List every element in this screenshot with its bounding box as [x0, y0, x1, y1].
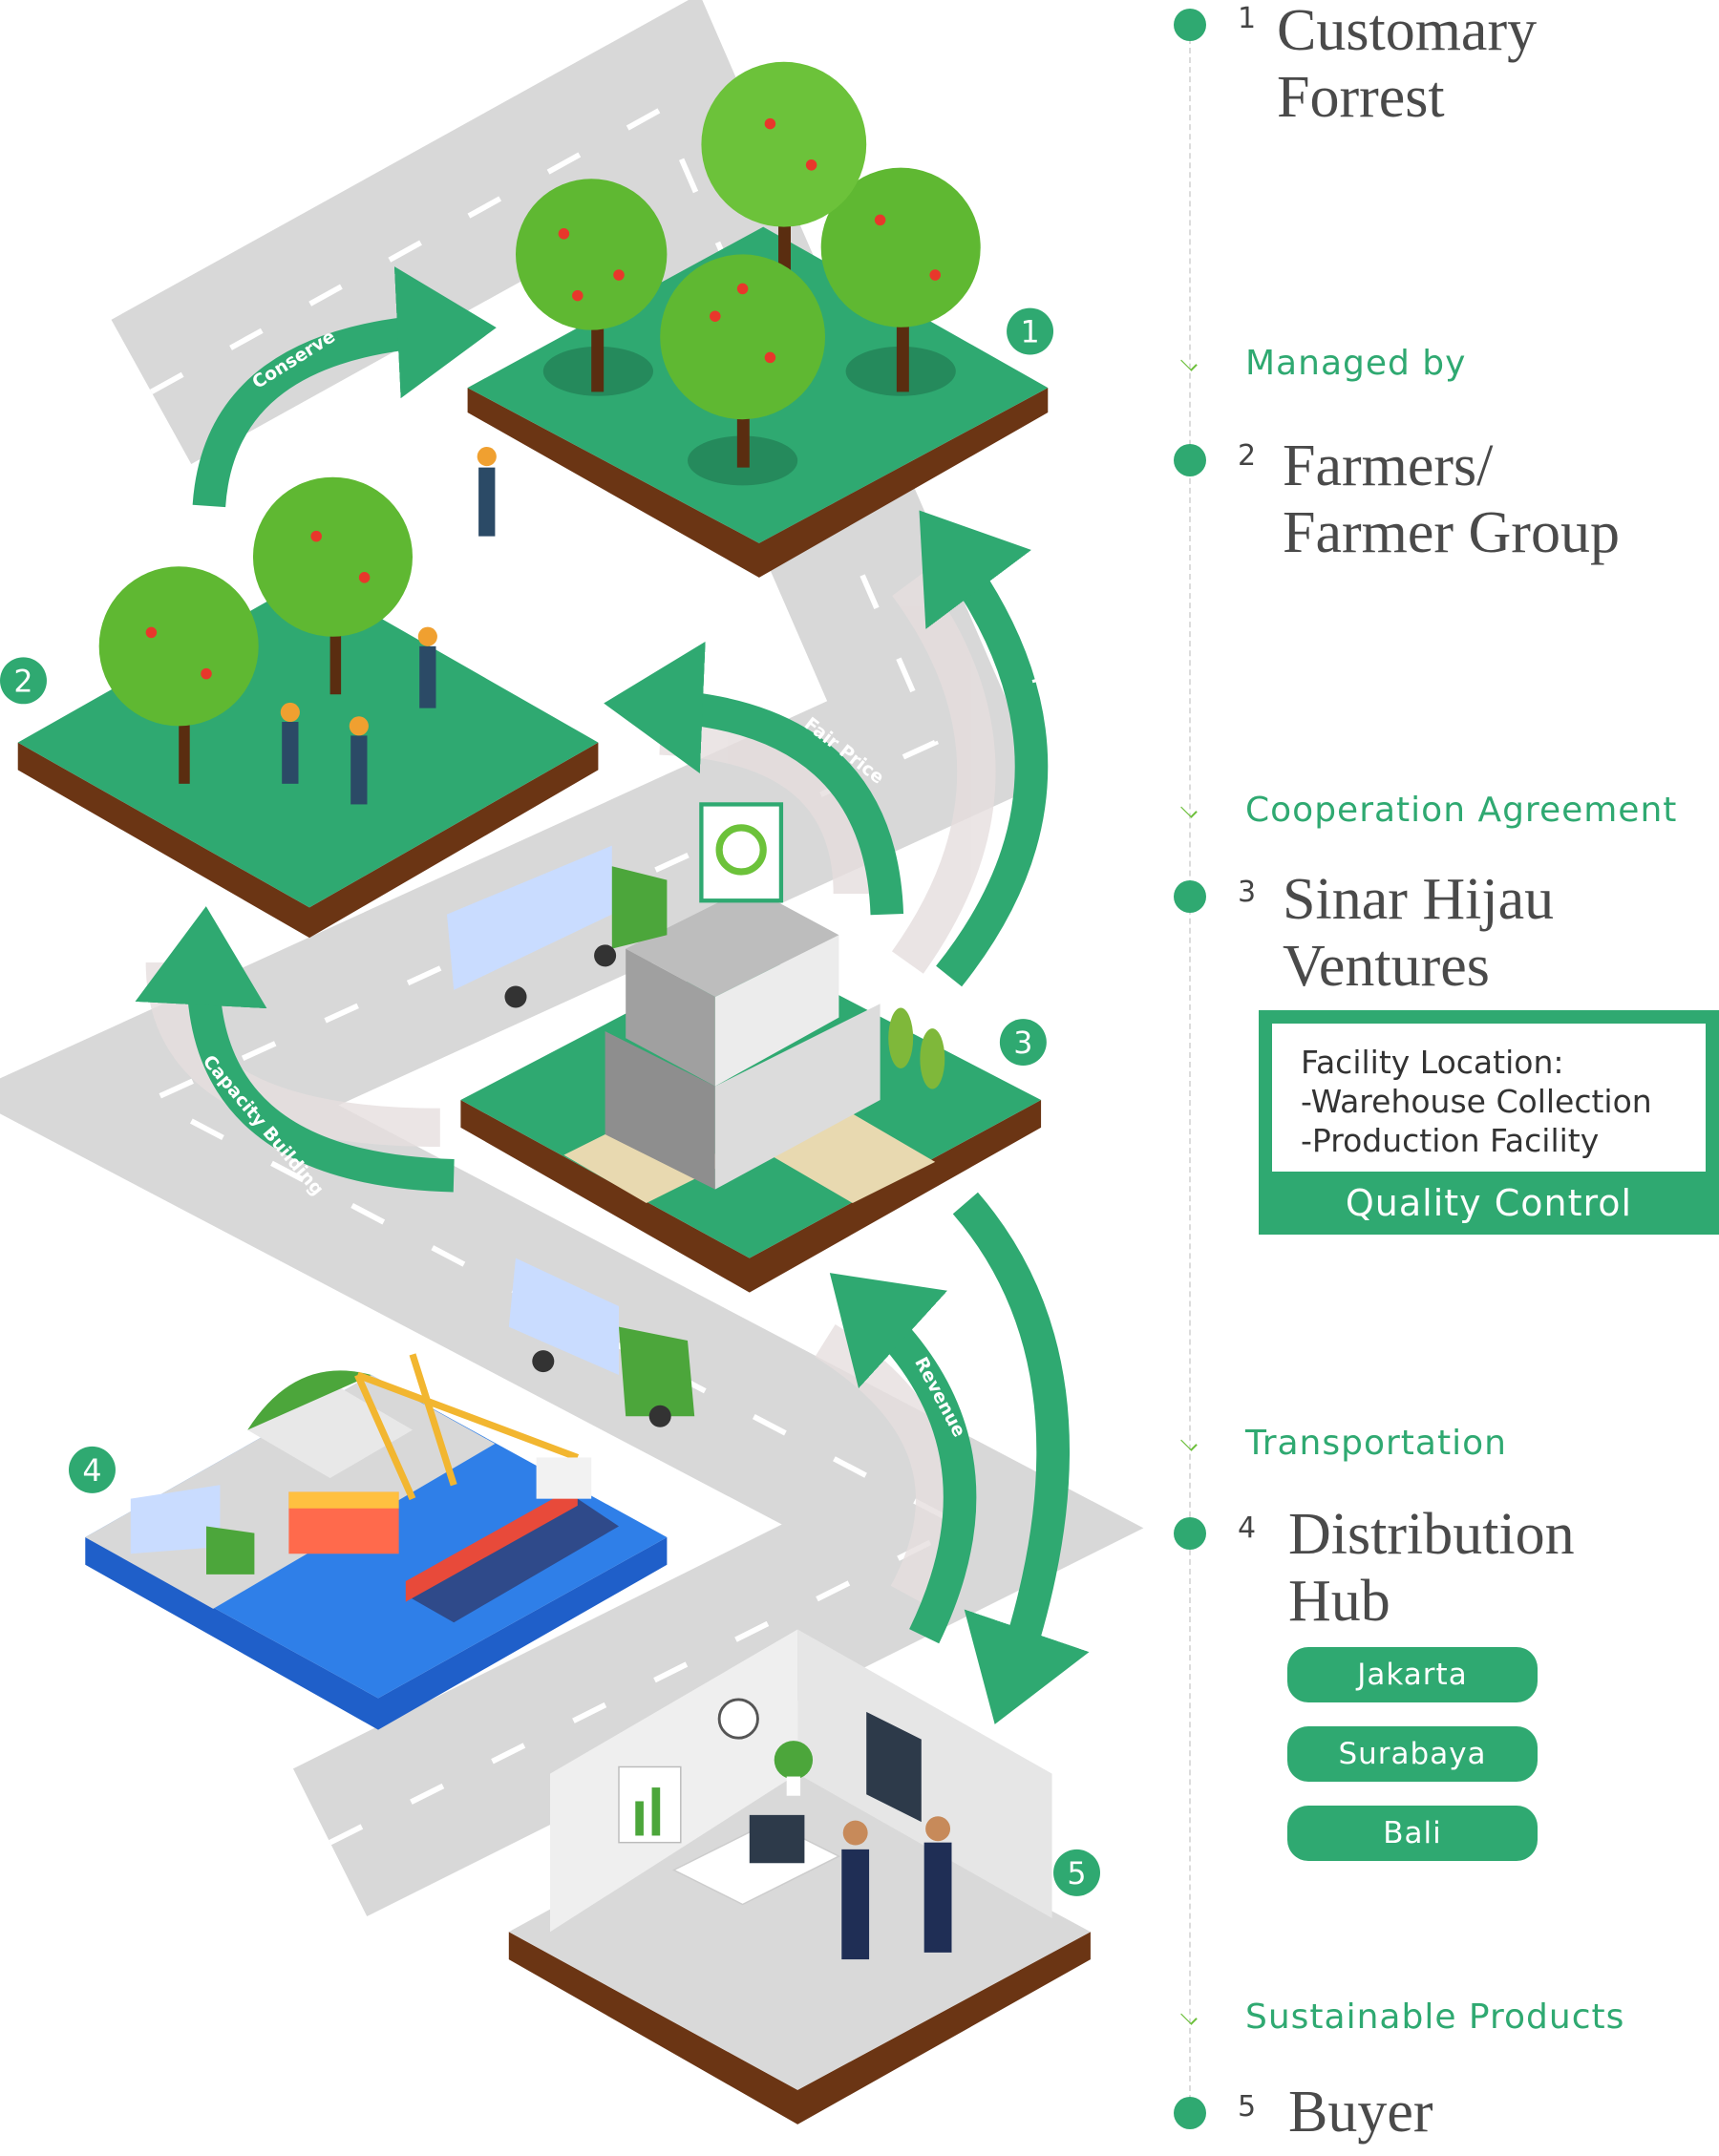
stage-title-farmers: Farmers/Farmer Group: [1283, 433, 1620, 565]
quality-control-label: Quality Control: [1345, 1182, 1633, 1224]
svg-text:3: 3: [1013, 1026, 1032, 1061]
svg-text:2: 2: [13, 665, 32, 699]
platform-buyer-office: [508, 1629, 1091, 2124]
timeline-dot-icon: [1174, 1517, 1206, 1550]
farmer-icon: [477, 447, 497, 537]
farmer-icon: [280, 626, 437, 805]
tree-icon: [516, 61, 981, 486]
timeline-dot-icon: [1174, 880, 1206, 913]
badge-2: 2: [0, 657, 47, 705]
handshake-people-icon: [841, 1816, 952, 1960]
desk-icon: [671, 1814, 841, 1906]
timeline-dot-icon: [1174, 9, 1206, 41]
platform-farmers: [17, 476, 599, 939]
platform-sinar-hijau-facility: [460, 802, 1042, 1293]
timeline-dot-icon: [1174, 444, 1206, 476]
truck-icon: [130, 1485, 255, 1575]
arrow-conserve: [192, 266, 497, 508]
hub-pill-surabaya[interactable]: Surabaya: [1287, 1726, 1538, 1782]
arrow-impact-2: [952, 1192, 1090, 1724]
arrow-revenue: [829, 1273, 977, 1644]
whiteboard-icon: [866, 1711, 922, 1823]
facility-line: Facility Location:: [1301, 1044, 1564, 1081]
arrow-capacity-building: [135, 906, 455, 1193]
svg-text:4: 4: [82, 1454, 101, 1489]
svg-text:5: 5: [1067, 1857, 1086, 1892]
stage-number: 4: [1238, 1511, 1257, 1545]
svg-text:1: 1: [1020, 316, 1039, 350]
facility-line: -Warehouse Collection: [1301, 1083, 1652, 1120]
facility-line: -Production Facility: [1301, 1122, 1600, 1159]
clock-icon: [717, 1698, 759, 1740]
stage-number: 2: [1238, 439, 1257, 473]
stage-number: 5: [1238, 2090, 1257, 2124]
crane-icon: [354, 1353, 580, 1501]
platform-customary-forest: [467, 61, 1049, 578]
chart-board-icon: [618, 1765, 682, 1844]
arrow-impact-1: [919, 510, 1049, 987]
hub-pill-bali[interactable]: Bali: [1287, 1806, 1538, 1861]
badge-5: 5: [1053, 1849, 1100, 1896]
stage-number: 1: [1238, 2, 1257, 35]
badge-1: 1: [1007, 307, 1054, 355]
hub-pill-jakarta[interactable]: Jakarta: [1287, 1647, 1538, 1702]
timeline-line: [1189, 29, 1191, 2120]
connector-transportation: Transportation: [1245, 1424, 1507, 1463]
facility-box: Facility Location: -Warehouse Collection…: [1259, 1010, 1719, 1235]
badge-4: 4: [69, 1446, 116, 1493]
truck-icon: [447, 845, 668, 1008]
container-icon: [288, 1491, 399, 1554]
arrow-fair-price: [604, 641, 904, 916]
badge-3: 3: [999, 1019, 1047, 1067]
ship-icon: [405, 1457, 619, 1623]
connector-managed-by: Managed by: [1245, 344, 1467, 383]
connector-sustainable-products: Sustainable Products: [1245, 1997, 1625, 2037]
sign-logo-icon: [699, 802, 784, 903]
plant-icon: [774, 1741, 814, 1796]
truck-icon: [508, 1258, 695, 1427]
connector-cooperation-agreement: Cooperation Agreement: [1245, 791, 1678, 830]
platform-distribution-port: [85, 1353, 668, 1730]
stage-title-buyer: Buyer: [1288, 2080, 1433, 2145]
stage-number: 3: [1238, 876, 1257, 909]
building-icon: [605, 886, 881, 1190]
timeline-dot-icon: [1174, 2097, 1206, 2129]
